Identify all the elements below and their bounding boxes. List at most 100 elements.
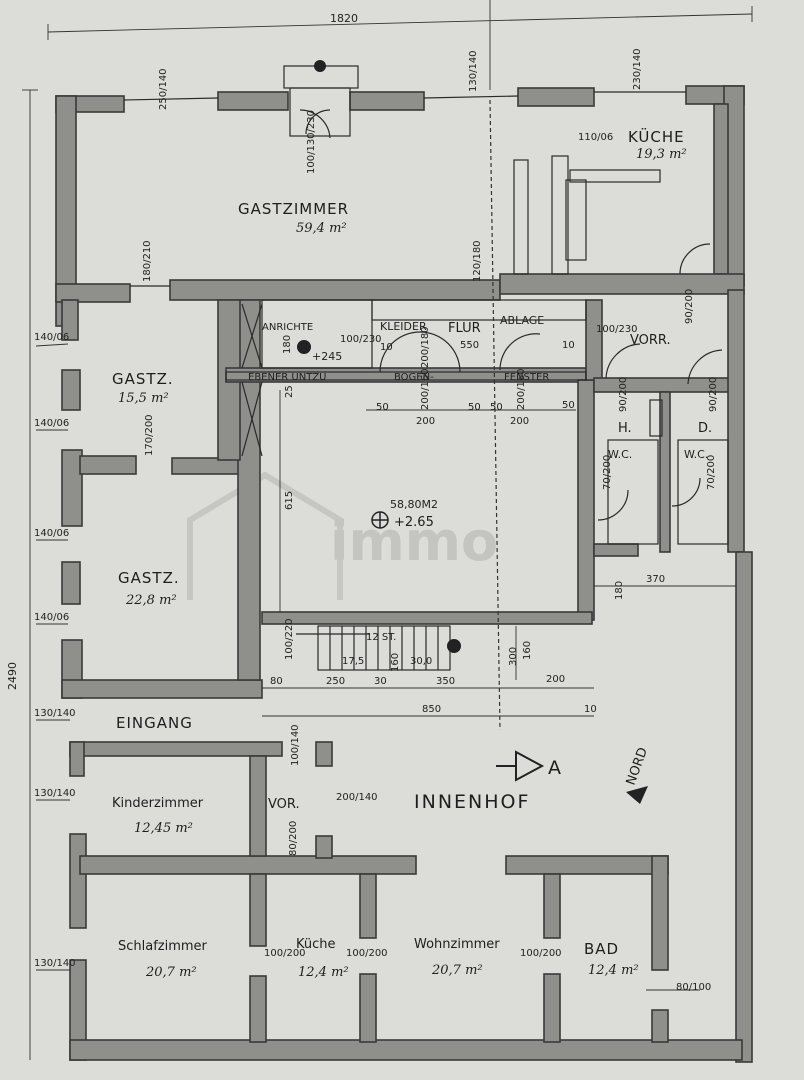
room-label-vor: VOR. (268, 797, 300, 812)
dim-70-200b: 70/200 (706, 455, 717, 490)
dim-120-180: 120/180 (472, 240, 483, 282)
dim-550: 550 (460, 340, 479, 351)
dim-200-140: 200/140 (336, 792, 378, 803)
other-labels: EINGANG INNENHOF NORD A EBENER UNTZU BOG… (116, 350, 651, 813)
room-labels: GASTZIMMER 59,4 m² KÜCHE 19,3 m² GASTZ. … (112, 127, 712, 980)
room-label-gastz-2: GASTZ. (118, 569, 180, 587)
stairs-dim-2: 30,0 (410, 656, 432, 667)
dim-10c: 10 (584, 704, 597, 715)
dim-100-230: 100/230 (340, 334, 382, 345)
dim-180: 180 (282, 335, 293, 354)
room-label-kinderzimmer: Kinderzimmer (112, 796, 204, 811)
dim-140-06c: 140/06 (34, 528, 69, 539)
room-area-bad: 12,4 m² (588, 963, 639, 978)
dim-100-200c: 100/200 (520, 948, 562, 959)
dim-90-200c: 90/200 (708, 377, 719, 412)
room-label-vorr: VORR. (630, 333, 671, 348)
room-label-kueche: KÜCHE (628, 127, 685, 146)
hall-area: 58,80M2 (390, 498, 438, 511)
dim-50a: 50 (376, 402, 389, 413)
room-label-ablage: ABLAGE (500, 314, 544, 327)
stairs-dim-1: 17,5 (342, 656, 364, 667)
dim-110-06: 110/06 (578, 132, 613, 143)
dim-200-160a: 200/160 (420, 368, 431, 410)
room-label-bad: BAD (584, 940, 619, 958)
section-arrow-icon (496, 750, 545, 782)
dim-200-180: 200/180 (420, 326, 431, 368)
hall-level: +2.65 (394, 515, 434, 530)
dim-130-140: 130/140 (468, 50, 479, 92)
dim-100-230b: 100/230 (596, 324, 638, 335)
dim-160a: 160 (390, 653, 401, 672)
watermark-text: immo (330, 510, 498, 573)
room-label-kleider: KLEIDER (380, 320, 427, 333)
dim-10a: 10 (380, 342, 393, 353)
overall-width: 1820 (330, 12, 358, 25)
nord-label: NORD (624, 746, 651, 788)
room-label-gastzimmer: GASTZIMMER (238, 200, 349, 218)
dim-130-140d: 130/140 (34, 958, 76, 969)
dim-140-06b: 140/06 (34, 418, 69, 429)
dim-50b: 50 (468, 402, 481, 413)
room-area-hwc: W.C. (608, 448, 632, 461)
room-label-h: H. (618, 421, 632, 436)
dim-140-06d: 140/06 (34, 612, 69, 623)
dim-200a: 200 (416, 416, 435, 427)
dim-25: 25 (284, 385, 295, 398)
symbols (297, 60, 648, 804)
room-area-schlafzimmer: 20,7 m² (145, 965, 197, 980)
room-area-gastz-1: 15,5 m² (118, 391, 169, 406)
dim-160b: 160 (522, 641, 533, 660)
dim-300: 300 (508, 647, 519, 666)
dim-230-140: 230/140 (632, 48, 643, 90)
dim-200c: 200 (546, 674, 565, 685)
room-area-wohnzimmer: 20,7 m² (431, 963, 483, 978)
dim-30: 30 (374, 676, 387, 687)
room-label-gastz-1: GASTZ. (112, 370, 174, 388)
level-label: +245 (312, 350, 342, 363)
dim-90-200b: 90/200 (618, 377, 629, 412)
ebener-label: EBENER UNTZU (248, 372, 327, 383)
room-area-kinderzimmer: 12,45 m² (134, 821, 193, 836)
dimension-lines (35, 343, 736, 991)
dim-170-200: 170/200 (144, 414, 155, 456)
dim-200b: 200 (510, 416, 529, 427)
overall-dimensions: 1820 2490 (6, 0, 753, 1060)
dim-70-200a: 70/200 (602, 455, 613, 490)
dim-850: 850 (422, 704, 441, 715)
dim-50c: 50 (490, 402, 503, 413)
room-area-kueche: 19,3 m² (636, 147, 687, 162)
dim-80-100: 80/100 (676, 982, 711, 993)
level-marker-icon (297, 60, 461, 653)
dim-130-140c: 130/140 (34, 788, 76, 799)
stairs-label: 12 ST. (366, 632, 396, 643)
room-label-anrichte: ANRICHTE (262, 322, 313, 333)
room-label-wohnzimmer: Wohnzimmer (414, 937, 500, 952)
dim-250-140: 250/140 (158, 68, 169, 110)
watermark: immo (187, 471, 498, 600)
dim-100-220: 100/220 (284, 618, 295, 660)
dim-100-130-230: 100/130/230 (306, 110, 317, 174)
overall-height: 2490 (6, 662, 19, 690)
room-area-gastz-2: 22,8 m² (125, 593, 177, 608)
dim-370: 370 (646, 574, 665, 585)
fixtures (123, 91, 729, 731)
room-label-schlafzimmer: Schlafzimmer (118, 939, 208, 954)
room-label-kueche-unten: Küche (296, 937, 336, 952)
room-area-kueche-unten: 12,4 m² (298, 965, 349, 980)
eingang-label: EINGANG (116, 714, 193, 732)
dim-10b: 10 (562, 340, 575, 351)
dim-180-210: 180/210 (142, 240, 153, 282)
north-arrow-icon (626, 786, 648, 804)
dimension-texts: 250/140 130/140 230/140 100/130/230 110/… (34, 48, 719, 993)
dim-100-140: 100/140 (290, 724, 301, 766)
room-label-d: D. (698, 421, 712, 436)
room-area-dwc: W.C. (684, 448, 708, 461)
room-label-flur: FLUR (448, 321, 481, 336)
dim-180b: 180 (614, 581, 625, 600)
dim-100-200a: 100/200 (264, 948, 306, 959)
walls (55, 65, 753, 1063)
room-area-gastzimmer: 59,4 m² (296, 221, 347, 236)
dim-130-140b: 130/140 (34, 708, 76, 719)
